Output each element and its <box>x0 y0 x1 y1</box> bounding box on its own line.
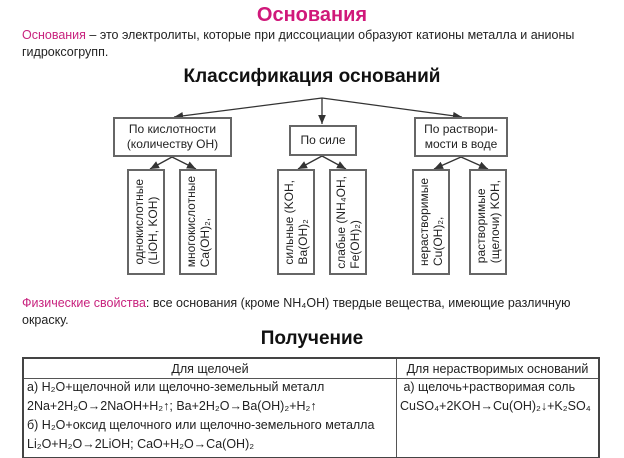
cell-line: CuSO₄+2KOH→Cu(OH)₂↓+K₂SO₄ <box>400 399 591 413</box>
definition: Основания – это электролиты, которые при… <box>22 27 602 61</box>
page-title: Основания <box>256 4 368 26</box>
child-line: многокислотные <box>184 176 198 268</box>
physical-text: : все основания (кроме NH₄OH) твердые ве… <box>22 296 571 327</box>
classification-heading: Классификация оснований <box>183 66 441 87</box>
child-line: слабые (NH₄OH, <box>334 175 348 269</box>
child-line: (щелочи) KOH, <box>488 180 502 264</box>
group-strength: По силе <box>289 125 357 156</box>
obtaining-heading: Получение <box>260 328 364 349</box>
cell-line: а) H₂O+щелочной или щелочно-земельный ме… <box>27 380 325 394</box>
cell-line: 2Na+2H₂O→2NaOH+H₂↑; Ba+2H₂O→Ba(OH)₂+H₂↑ <box>27 399 317 413</box>
cell-line: а) щелочь+растворимая соль <box>400 380 576 394</box>
column-header: Для нерастворимых оснований <box>396 357 600 379</box>
group-solubility: По раствори-мости в воде <box>414 117 508 157</box>
group-label: По раствори-мости в воде <box>424 122 498 151</box>
table-row: а) H₂O+щелочной или щелочно-земельный ме… <box>22 378 600 458</box>
child-monoacid: однокислотные(LiOH, KOH) <box>127 169 165 275</box>
child-line: (LiOH, KOH) <box>146 196 160 265</box>
arrow <box>171 156 197 170</box>
arrow <box>321 97 463 120</box>
table-cell-insoluble: а) щелочь+растворимая соль CuSO₄+2KOH→Cu… <box>396 378 600 458</box>
child-line: Fe(OH)₂) <box>348 219 362 269</box>
physical-properties: Физические свойства: все основания (кром… <box>22 295 602 329</box>
child-line: нерастворимые <box>417 178 431 266</box>
group-label: По силе <box>300 133 346 147</box>
child-line: однокислотные <box>132 179 146 265</box>
physical-term: Физические свойства <box>22 296 146 310</box>
child-strong: сильные (KOH,Ba(OH)₂ <box>277 169 315 275</box>
child-line: сильные (KOH, <box>282 179 296 265</box>
column-header: Для щелочей <box>22 357 397 379</box>
diagram-arrows <box>149 97 489 170</box>
cell-line: б) H₂O+оксид щелочного или щелочно-земел… <box>27 418 375 432</box>
child-weak: слабые (NH₄OH,Fe(OH)₂) <box>329 169 367 275</box>
child-line: Cu(OH)₂, <box>431 216 445 266</box>
arrow <box>297 155 323 170</box>
arrow <box>149 156 173 170</box>
arrow <box>321 155 347 170</box>
arrow <box>460 156 489 170</box>
group-acidity: По кислотности (количеству OH) <box>113 117 232 157</box>
cell-line: Li₂O+H₂O→2LiOH; CaO+H₂O→Ca(OH)₂ <box>27 437 255 451</box>
child-line: растворимые <box>474 188 488 264</box>
child-soluble: растворимые(щелочи) KOH, <box>469 169 507 275</box>
child-line: Ca(OH)₂, <box>198 218 212 268</box>
child-line: Ba(OH)₂ <box>296 218 310 265</box>
table-cell-alkali: а) H₂O+щелочной или щелочно-земельный ме… <box>22 378 397 458</box>
definition-text: – это электролиты, которые при диссоциац… <box>22 28 575 59</box>
obtaining-table: Для щелочей Для нерастворимых оснований … <box>22 357 600 458</box>
definition-term: Основания <box>22 28 86 42</box>
arrow <box>433 156 462 170</box>
group-label: По кислотности (количеству OH) <box>126 122 219 151</box>
arrow <box>173 97 323 120</box>
table-header-row: Для щелочей Для нерастворимых оснований <box>22 357 600 379</box>
